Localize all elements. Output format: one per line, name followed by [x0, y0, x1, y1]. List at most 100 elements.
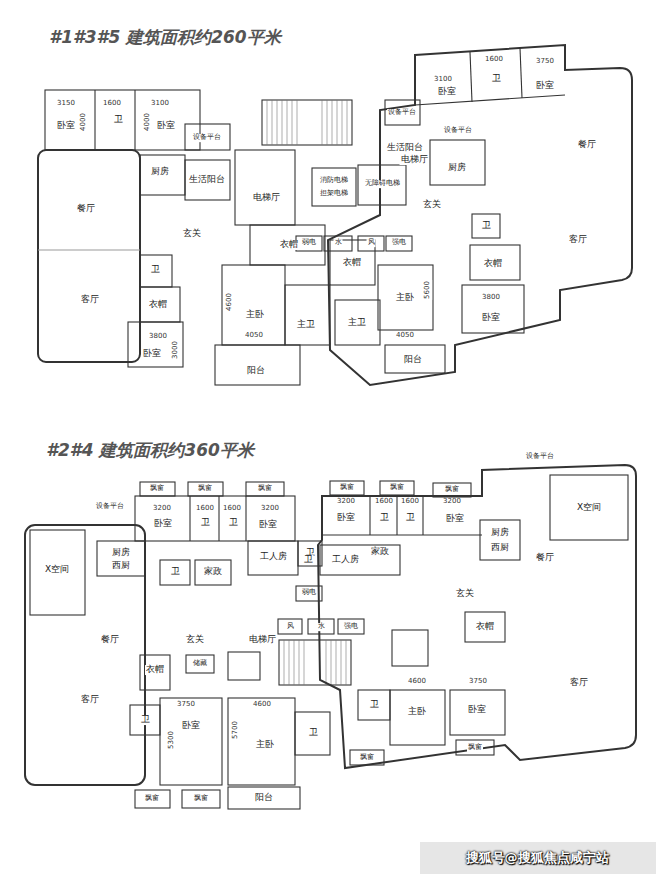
dimension: 4600 [226, 292, 234, 312]
room-label: 餐厅 [100, 635, 120, 645]
room-label: 玄关 [182, 229, 202, 239]
room-label: 卫 [308, 728, 319, 738]
room-label: 厨房 [447, 163, 467, 173]
room-label: 餐厅 [577, 140, 597, 150]
dimension: 3200 [336, 498, 356, 506]
room-label: 设备平台 [387, 109, 417, 117]
room-label: 卫 [228, 518, 239, 528]
room-label: 主卫 [296, 320, 316, 330]
room-label: 西厨 [490, 543, 510, 553]
room-label: 飘窗 [389, 484, 405, 492]
room-label: 厨房 [111, 548, 131, 558]
room-label: 强电 [343, 623, 359, 631]
room-label: 设备平台 [95, 503, 125, 511]
room-label: 阳台 [403, 355, 423, 365]
room-label: 卫 [170, 567, 181, 577]
room-label: 消防电梯 [319, 177, 349, 185]
room-label: 家政 [370, 547, 390, 557]
room-label: 卫 [113, 115, 124, 125]
room-label: 卧室 [467, 705, 487, 715]
room-label: 电梯厅 [400, 155, 429, 165]
dimension: 4050 [395, 332, 415, 340]
room-label: 设备平台 [443, 127, 473, 135]
room-label: 风 [286, 623, 295, 631]
dimension: 1600 [102, 100, 122, 108]
room-label: 电梯厅 [248, 635, 277, 645]
room-label: 餐厅 [535, 553, 555, 563]
room-label: 客厅 [80, 695, 100, 705]
dimension: 4000 [80, 112, 88, 132]
room-label: 卧室 [535, 81, 555, 91]
room-label: 生活阳台 [386, 143, 424, 153]
dimension: 1600 [374, 498, 394, 506]
dimension: 3800 [148, 333, 168, 341]
room-label: 卧室 [336, 513, 356, 523]
room-label: 主卧 [407, 707, 427, 717]
room-label: 弱电 [301, 589, 317, 597]
room-label: 玄关 [455, 589, 475, 599]
room-label: 卧室 [181, 721, 201, 731]
dimension: 3100 [150, 100, 170, 108]
dimension: 3100 [433, 76, 453, 84]
dimension: 3200 [152, 505, 172, 513]
dimension: 3800 [481, 294, 501, 302]
room-label: 客厅 [569, 678, 589, 688]
room-label: 阳台 [246, 366, 266, 376]
room-label: 工人房 [331, 555, 360, 565]
room-label: 卫 [379, 513, 390, 523]
room-label: 卧室 [56, 121, 76, 131]
dimension: 3750 [535, 58, 555, 66]
room-label: 担架电梯 [319, 190, 349, 198]
dimension: 4600 [407, 678, 427, 686]
room-label: 储藏 [192, 660, 208, 668]
room-label: 飘窗 [144, 795, 160, 803]
dimension: 5600 [424, 280, 432, 300]
room-label: X空间 [44, 565, 70, 575]
dimension: 5700 [232, 720, 240, 740]
room-label: 工人房 [259, 552, 288, 562]
room-label: 飘窗 [257, 485, 273, 493]
room-label: 衣帽 [483, 259, 503, 269]
room-label: 卧室 [445, 514, 465, 524]
dimension: 1600 [400, 498, 420, 506]
room-label: 设备平台 [192, 134, 222, 142]
dimension: 5300 [168, 730, 176, 750]
room-label: 飘窗 [467, 744, 483, 752]
room-label: 衣帽 [279, 240, 299, 250]
room-label: 衣帽 [475, 622, 495, 632]
room-label: 水 [317, 623, 326, 631]
room-label: 生活阳台 [188, 175, 226, 185]
room-label: 飘窗 [359, 754, 375, 762]
room-label: 卫 [369, 700, 380, 710]
room-label: 客厅 [80, 295, 100, 305]
room-label: 无障碍电梯 [364, 180, 401, 188]
room-label: 弱电 [301, 239, 317, 247]
room-label: 衣帽 [342, 258, 362, 268]
room-label: 卫 [303, 555, 314, 565]
dimension: 3750 [176, 701, 196, 709]
dimension: 1600 [484, 56, 504, 64]
dimension: 3200 [442, 498, 462, 506]
room-label: 衣帽 [148, 300, 168, 310]
room-label: X空间 [576, 503, 602, 513]
dimension: 4600 [252, 701, 272, 709]
dimension: 3000 [172, 340, 180, 360]
room-label: 客厅 [568, 235, 588, 245]
room-label: 西厨 [111, 561, 131, 571]
room-label: 衣帽 [145, 665, 165, 675]
room-label: 卫 [405, 513, 416, 523]
room-label: 卧室 [481, 313, 501, 323]
room-label: 主卫 [347, 318, 367, 328]
dimension: 3750 [468, 678, 488, 686]
room-label: 强电 [391, 239, 407, 247]
plan-heading: #2#4 建筑面积约360平米 [45, 441, 255, 460]
room-label: 玄关 [185, 635, 205, 645]
room-label: 卧室 [153, 519, 173, 529]
room-label: 阳台 [254, 793, 274, 803]
room-label: 卫 [481, 221, 492, 231]
dimension: 3150 [56, 100, 76, 108]
room-label: 飘窗 [149, 485, 165, 493]
room-label: 主卧 [255, 740, 275, 750]
watermark: 搜狐号@搜狐焦点咸宁站 [465, 851, 610, 865]
